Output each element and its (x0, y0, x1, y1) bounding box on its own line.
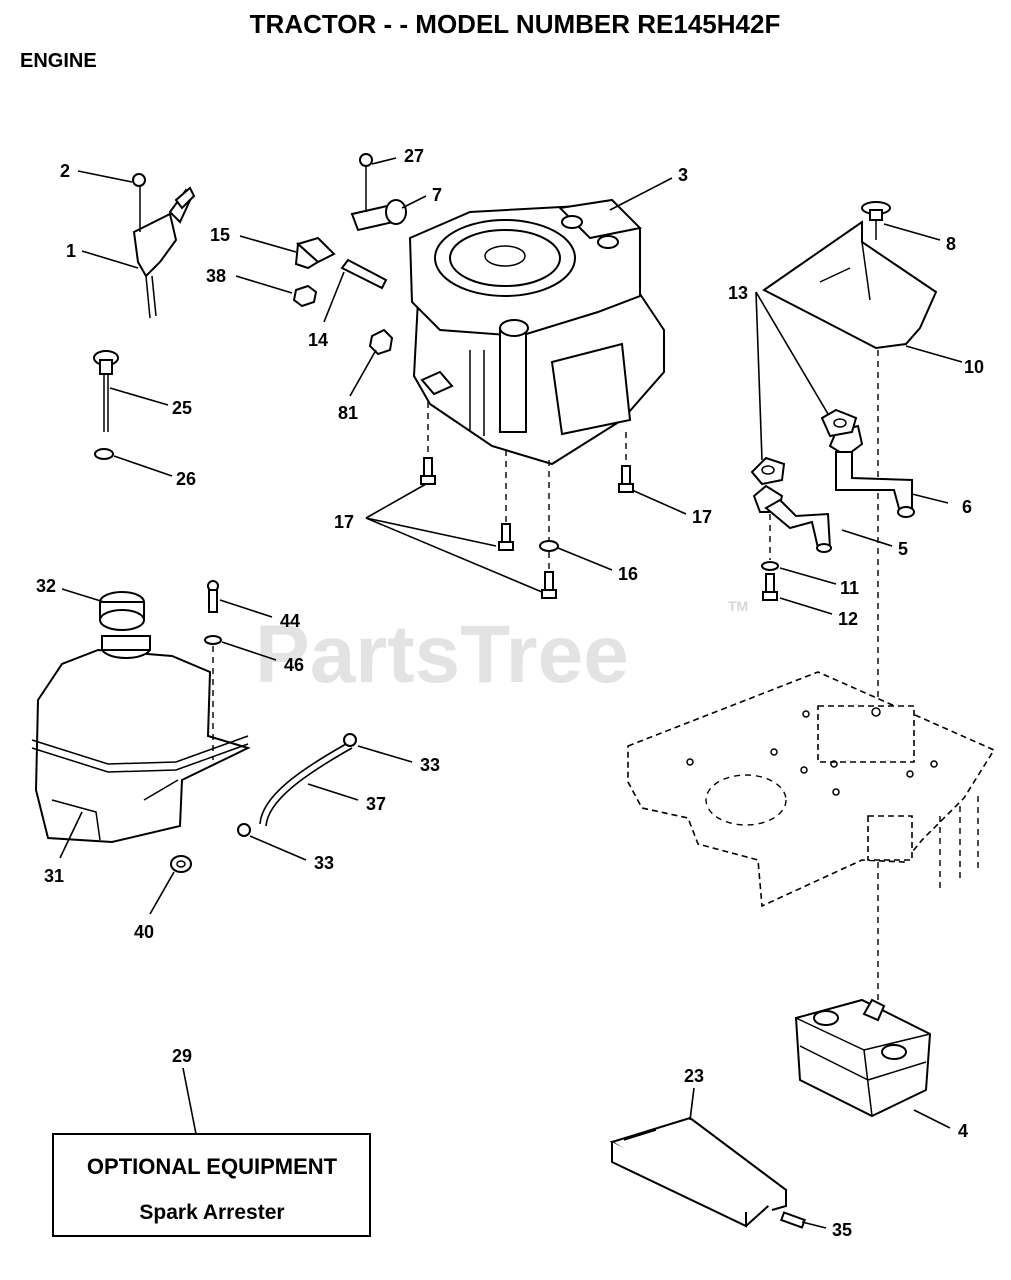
throttle-control-part (132, 173, 196, 319)
watermark-text: PartsTree (255, 609, 629, 700)
callout-7: 7 (432, 185, 442, 205)
callout-6: 6 (962, 497, 972, 517)
engine-part (408, 198, 665, 466)
callout-26: 26 (176, 469, 196, 489)
callout-5: 5 (898, 539, 908, 559)
fuel-tank-part (31, 580, 251, 873)
callout-1: 1 (66, 241, 76, 261)
callout-17-left: 17 (334, 512, 354, 532)
tractor-frame-reference (627, 671, 996, 1004)
section-label: ENGINE (20, 50, 97, 72)
optional-equipment-box: OPTIONAL EQUIPMENT Spark Arrester (52, 1133, 371, 1237)
callout-16: 16 (618, 564, 638, 584)
callout-10: 10 (964, 357, 984, 377)
callout-33-top: 33 (420, 755, 440, 775)
callout-23: 23 (684, 1066, 704, 1086)
callout-14: 14 (308, 330, 328, 350)
callout-25: 25 (172, 398, 192, 418)
callout-38: 38 (206, 266, 226, 286)
optional-equipment-item: Spark Arrester (139, 1201, 284, 1224)
callout-37: 37 (366, 794, 386, 814)
fuel-fittings-part (292, 153, 407, 356)
callout-3: 3 (678, 165, 688, 185)
callout-17-right: 17 (692, 507, 712, 527)
fuel-line-part (237, 733, 357, 837)
callout-2: 2 (60, 161, 70, 181)
callout-32: 32 (36, 576, 56, 596)
callout-labels: 1 2 3 4 5 6 7 8 10 11 12 13 14 15 16 17 … (36, 146, 984, 1240)
callout-27: 27 (404, 146, 424, 166)
optional-equipment-title: OPTIONAL EQUIPMENT (87, 1154, 338, 1179)
callout-12: 12 (838, 609, 858, 629)
callout-46: 46 (284, 655, 304, 675)
callout-33-bottom: 33 (314, 853, 334, 873)
callout-15: 15 (210, 225, 230, 245)
callout-13: 13 (728, 283, 748, 303)
dipstick-part (93, 350, 119, 460)
muffler-part (794, 998, 932, 1118)
callout-35: 35 (832, 1220, 852, 1240)
mounting-bolts-part (420, 402, 634, 599)
exhaust-pipes-part (750, 408, 915, 601)
callout-29: 29 (172, 1046, 192, 1066)
callout-81: 81 (338, 403, 358, 423)
callout-8: 8 (946, 234, 956, 254)
callout-44: 44 (280, 611, 300, 631)
callout-40: 40 (134, 922, 154, 942)
watermark-trademark: TM (728, 598, 748, 614)
callout-4: 4 (958, 1121, 968, 1141)
muffler-guard-part (609, 1116, 806, 1229)
leader-lines (59, 157, 963, 1229)
page-title: TRACTOR - - MODEL NUMBER RE145H42F (250, 9, 781, 39)
callout-11: 11 (840, 578, 859, 598)
callout-31: 31 (44, 866, 64, 886)
heat-shield-part (762, 201, 938, 700)
